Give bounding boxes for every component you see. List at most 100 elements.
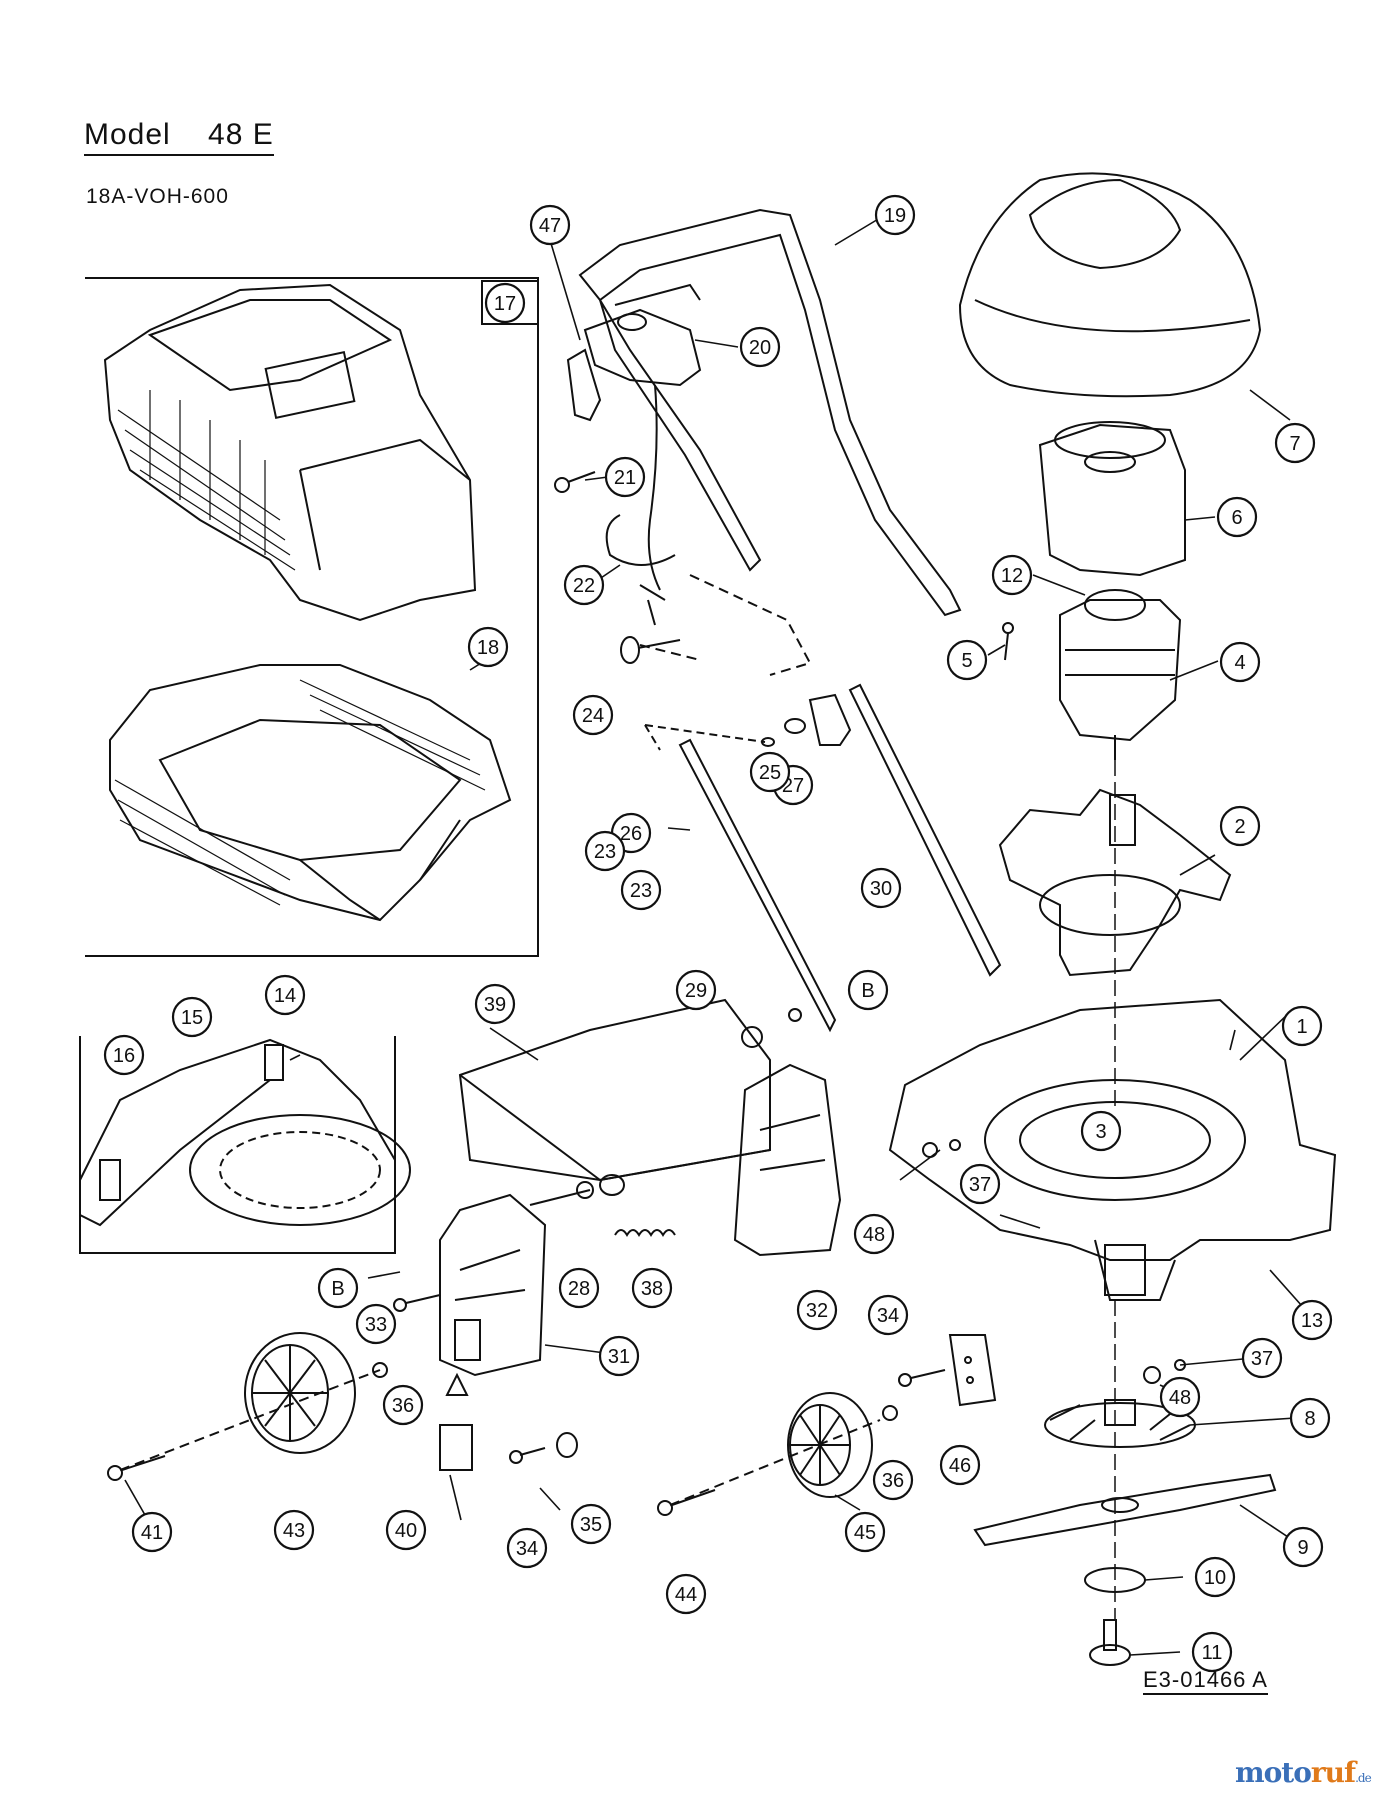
callout-circle [1194,1556,1236,1598]
callout-circle [946,639,988,681]
blade-bolt-drawing [1089,1619,1131,1666]
model-title: Model 48 E [84,118,274,156]
callout-19: 19 [884,205,906,227]
callout-12: 12 [1001,565,1023,587]
callout-circle [467,626,509,668]
front-wheel-drawing [669,1392,881,1506]
callout-3: 3 [1095,1121,1106,1143]
grass-catcher-top-drawing [103,283,477,622]
rear-flap-drawing [458,998,771,1196]
callout-46: 46 [949,1455,971,1477]
callout-circle [1080,1110,1122,1152]
washer-48-37-top-drawing [922,1139,961,1158]
callout-circle [844,1511,886,1553]
bolt-34-right-drawing [898,1369,946,1387]
callout-29: 29 [685,980,707,1002]
callout-36: 36 [882,1470,904,1492]
callout-24: 24 [582,705,604,727]
axle-28-drawing [529,1181,594,1206]
spacer-35-drawing [509,1432,578,1464]
callout-circle [1274,422,1316,464]
callout-38: 38 [641,1278,663,1300]
callout-circle [1219,641,1261,683]
callout-circle [264,974,306,1016]
lower-handle-left-drawing [678,738,837,1033]
callout-circle [620,869,662,911]
spring-38-drawing [614,1229,676,1237]
blade-drawing [973,1473,1277,1547]
callout-circle [273,1509,315,1551]
callout-circle [1281,1005,1323,1047]
callout-37: 37 [1251,1348,1273,1370]
lower-handle-right-drawing [848,683,1002,977]
callout-circle [1241,1337,1283,1379]
callout-23: 23 [594,841,616,863]
axle-bolt-44-drawing [657,1489,716,1516]
callout-4: 4 [1234,652,1245,674]
logo-tld: .de [1355,1771,1372,1785]
callout-circle [484,282,526,324]
callout-48: 48 [863,1224,885,1246]
callout-circle [598,1335,640,1377]
switch-lever-drawing [566,348,602,422]
handle-knob-drawing [644,693,852,751]
callout-circle [572,694,614,736]
callout-circle [355,1303,397,1345]
callout-8: 8 [1304,1408,1315,1430]
callout-circle [474,983,516,1025]
callout-circle [665,1573,707,1615]
callout-32: 32 [806,1300,828,1322]
callout-16: 16 [113,1045,135,1067]
callout-14: 14 [274,985,296,1007]
callout-circle [739,326,781,368]
cable-clip-drawing [605,514,676,566]
screw-21-drawing [554,471,596,493]
callout-47: 47 [539,215,561,237]
motor-hood-drawing [958,172,1262,398]
motor-cap-drawing [1038,421,1186,577]
leader-lines [124,217,1311,1656]
motor-drawing [1059,589,1182,760]
callout-circle [1282,1526,1324,1568]
callout-circle [796,1289,838,1331]
callout-circle [506,1527,548,1569]
callout-17: 17 [494,293,516,315]
callout-37: 37 [969,1174,991,1196]
logo-main: moto [1235,1756,1312,1789]
callout-26: 26 [620,823,642,845]
model-code: 18A-VOH-600 [86,185,229,208]
callout-circle [584,830,626,872]
callout-5: 5 [961,650,972,672]
callout-7: 7 [1289,433,1300,455]
callout-13: 13 [1301,1310,1323,1332]
deck-detail-inset [79,1036,411,1254]
motor-mount-drawing [998,788,1232,977]
callout-circle [1219,805,1261,847]
callout-22: 22 [573,575,595,597]
callout-41: 41 [141,1522,163,1544]
callout-20: 20 [749,337,771,359]
callout-circle [131,1511,173,1553]
logo-accent: ruf [1310,1756,1356,1789]
callout-circle [853,1213,895,1255]
callout-circle [1216,496,1258,538]
grass-catcher-bottom-drawing [109,664,512,922]
callout-28: 28 [568,1278,590,1300]
callout-43: 43 [283,1520,305,1542]
screw-5-drawing [1002,622,1014,661]
height-plate-46-drawing [948,1334,997,1407]
callout-circle [1191,1631,1233,1673]
callout-44: 44 [675,1584,697,1606]
callout-45: 45 [854,1522,876,1544]
bolt-24-drawing [620,636,681,664]
nut-30-29-drawing [741,1008,802,1048]
callout-circle [939,1444,981,1486]
bolt-33-drawing [393,1294,441,1312]
callout-35: 35 [580,1514,602,1536]
callout-33: 33 [365,1314,387,1336]
callout-circle [570,1503,612,1545]
grass-catcher-frame [85,277,539,957]
callout-39: 39 [484,994,506,1016]
wheel-bracket-right-drawing [733,1063,842,1257]
